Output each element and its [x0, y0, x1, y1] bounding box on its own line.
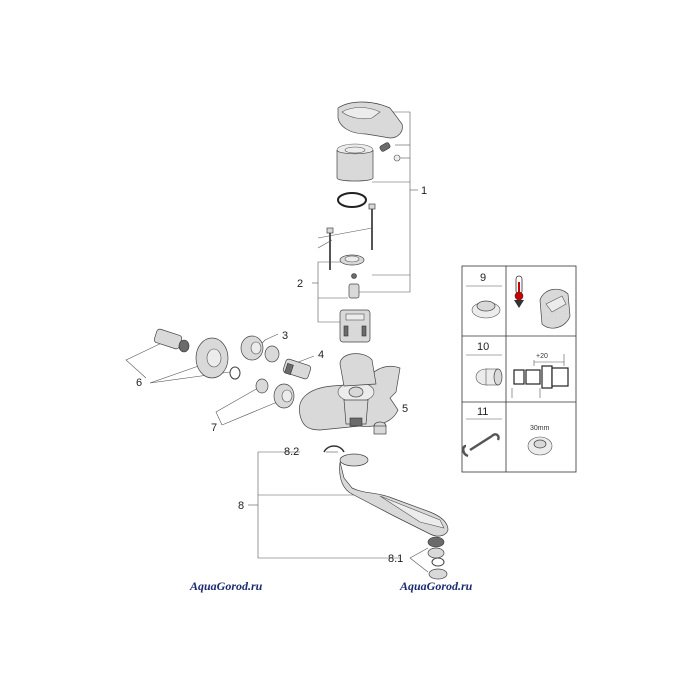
washer-6 — [229, 366, 241, 380]
nut-3 — [240, 335, 280, 363]
hex-nut-icon — [527, 436, 553, 456]
watermark-right: AquaGorod.ru — [399, 579, 473, 593]
callout-2: 2 — [297, 278, 303, 290]
cartridge-ring — [339, 254, 365, 266]
cartridge — [339, 309, 371, 343]
callout-1: 1 — [421, 185, 427, 197]
callout-8-1: 8.1 — [388, 553, 403, 565]
extension-dimension-detail: +20 — [511, 353, 569, 398]
extension-dimension-label: +20 — [536, 353, 548, 360]
temperature-limiter-part — [471, 300, 501, 319]
cartridge-small-parts — [348, 273, 360, 299]
wrench-size-label: 30mm — [530, 425, 550, 432]
handle-lever — [337, 101, 403, 139]
callout-4: 4 — [318, 349, 324, 361]
valve-4 — [282, 358, 312, 380]
watermark-left: AquaGorod.ru — [189, 579, 263, 593]
thermometer-icon — [514, 275, 524, 308]
callout-3: 3 — [282, 330, 288, 342]
mixer-body — [298, 353, 401, 431]
callout-5: 5 — [402, 403, 408, 415]
nut-7 — [255, 378, 295, 409]
handle-detail — [539, 288, 571, 329]
panel-row-11-number: 11 — [477, 406, 488, 418]
callout-labels: 1 2 3 4 5 6 7 8 8.1 8.2 — [136, 185, 427, 565]
spout-8 — [339, 453, 449, 537]
panel-row-10-number: 10 — [477, 341, 489, 353]
callout-7: 7 — [211, 422, 217, 434]
aerator-8-1 — [427, 536, 448, 580]
callout-8-2: 8.2 — [284, 446, 299, 458]
callout-8: 8 — [238, 500, 244, 512]
cartridge-cover — [336, 143, 374, 182]
rosette-6 — [195, 337, 229, 379]
panel-row-9-number: 9 — [480, 272, 486, 284]
o-ring — [337, 192, 367, 208]
spout-clip-8-2 — [323, 445, 345, 453]
fixing-screws — [326, 203, 376, 270]
s-union-6 — [153, 328, 190, 353]
extension-part — [475, 368, 503, 386]
callout-6: 6 — [136, 377, 142, 389]
wrench-icon — [462, 433, 500, 458]
aerator-cap-5 — [373, 421, 387, 435]
info-panel: 9 10 11 +20 — [461, 265, 577, 473]
handle-screw — [379, 142, 401, 162]
